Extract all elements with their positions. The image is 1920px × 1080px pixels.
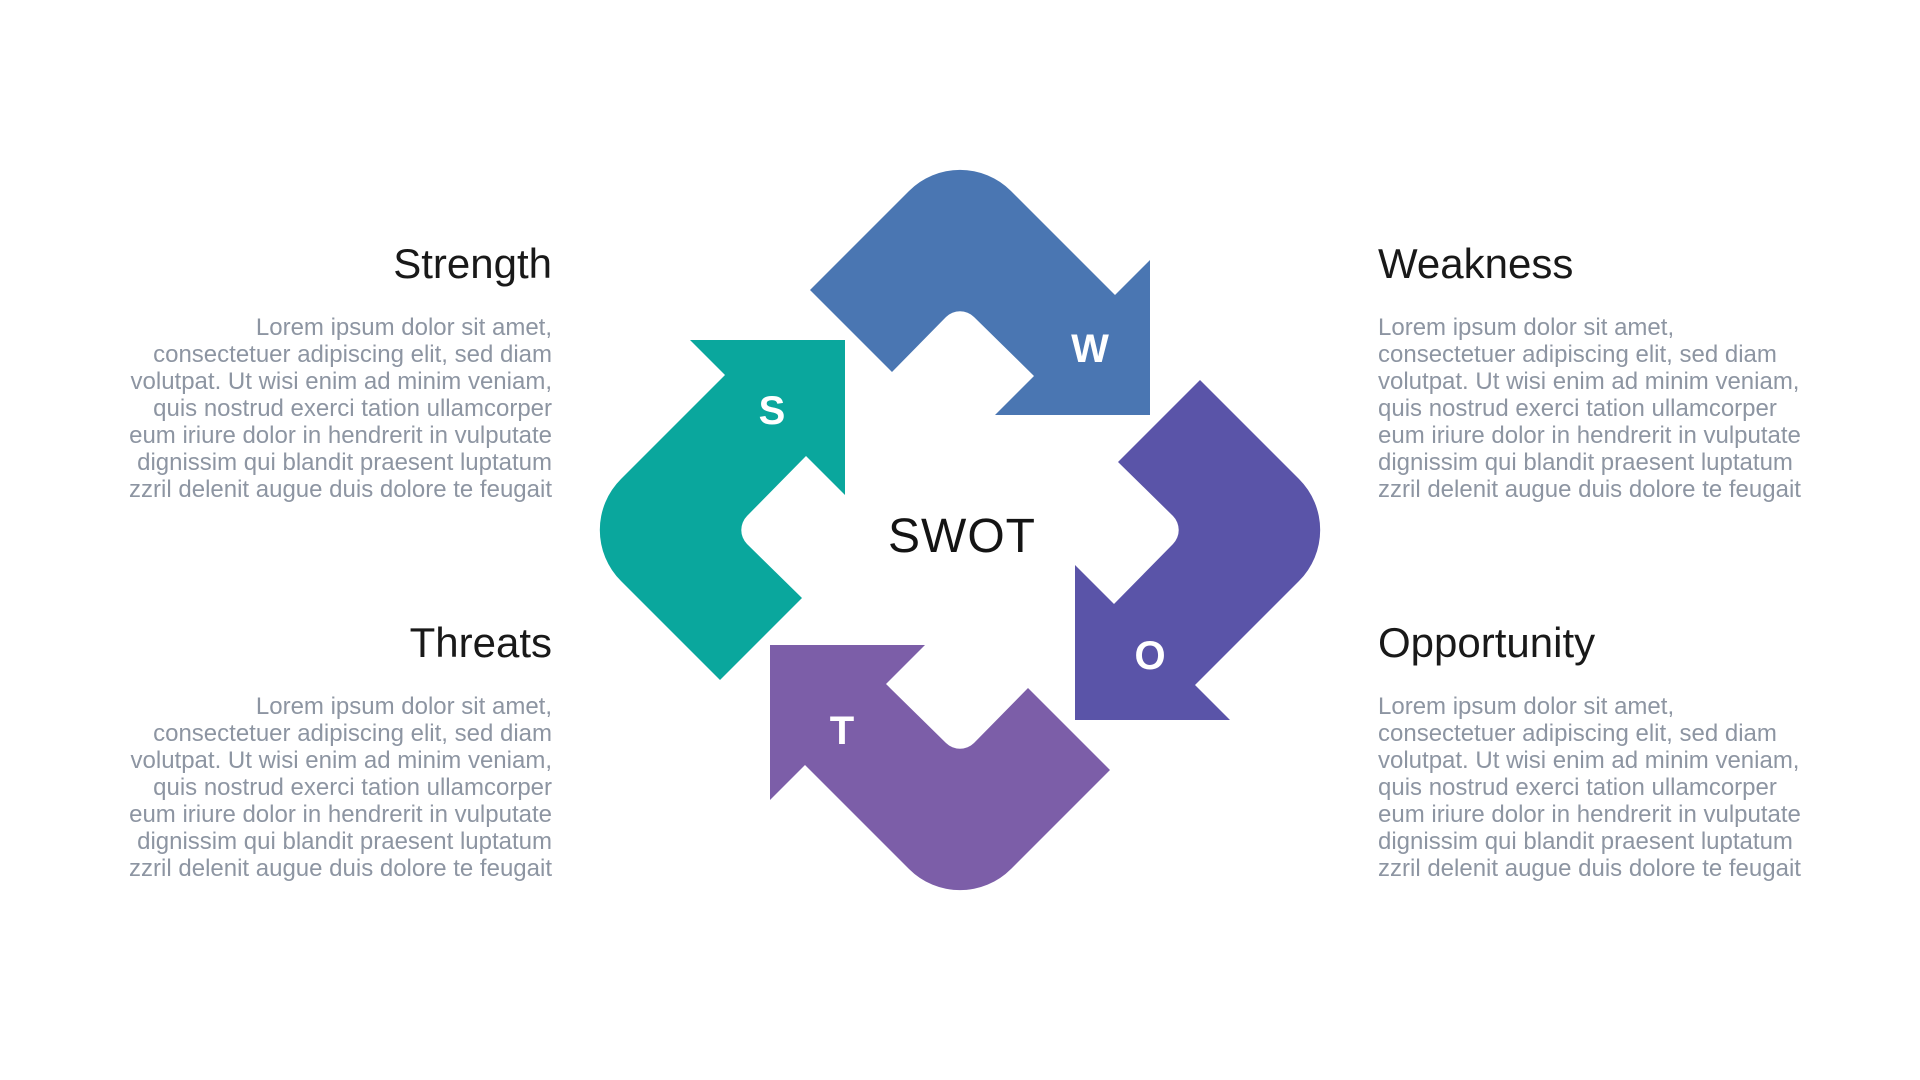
opportunity-heading: Opportunity [1378,619,1596,666]
diagram-title: SWOT [888,510,1036,563]
strength-letter: S [759,389,786,433]
section-opportunity: Opportunity Lorem ipsum dolor sit amet, … [1378,619,1848,882]
section-threats: Threats Lorem ipsum dolor sit amet, cons… [82,619,552,882]
weakness-body: Lorem ipsum dolor sit amet, consectetuer… [1378,314,1801,503]
section-strength: Strength Lorem ipsum dolor sit amet, con… [82,240,552,503]
strength-arrow-icon [599,340,845,680]
opportunity-letter: O [1134,634,1165,678]
opportunity-body: Lorem ipsum dolor sit amet, consectetuer… [1378,693,1801,882]
threats-letter: T [830,709,854,753]
swot-cycle-diagram: S W O T SWOT [599,169,1321,891]
strength-body: Lorem ipsum dolor sit amet, consectetuer… [129,314,552,503]
strength-heading: Strength [393,240,552,287]
threats-heading: Threats [409,619,552,666]
threats-arrow-icon [770,645,1110,891]
weakness-arrow-icon [810,169,1150,415]
weakness-heading: Weakness [1378,240,1574,287]
section-weakness: Weakness Lorem ipsum dolor sit amet, con… [1378,240,1848,503]
weakness-letter: W [1071,327,1109,371]
opportunity-arrow-icon [1075,380,1321,720]
threats-body: Lorem ipsum dolor sit amet, consectetuer… [129,693,552,882]
